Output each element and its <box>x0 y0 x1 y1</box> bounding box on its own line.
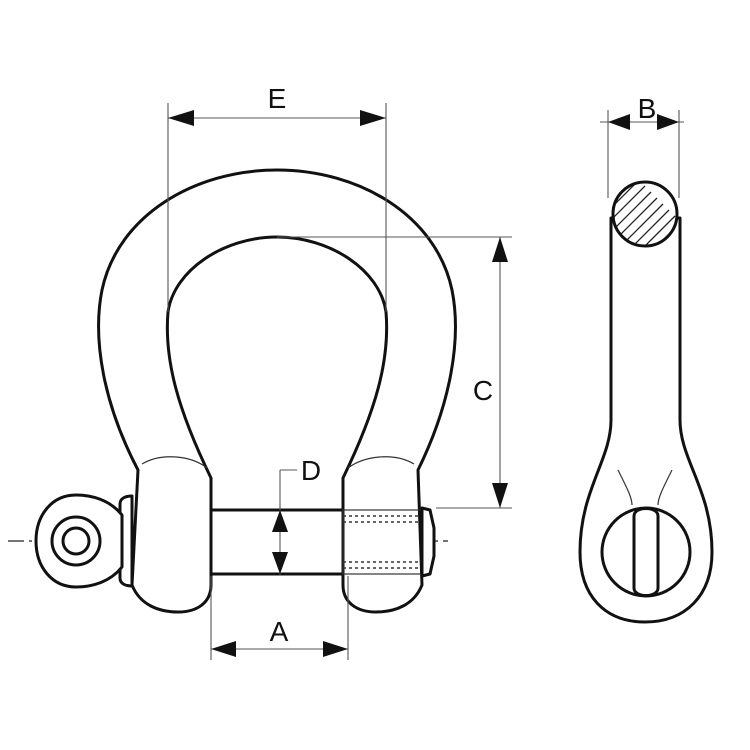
dimension-a: A <box>210 576 349 660</box>
side-view-shoulder-right <box>657 469 673 506</box>
dim-label-c: C <box>473 375 493 406</box>
dimension-d: D <box>272 455 321 575</box>
dim-e-arrow-right <box>360 110 386 126</box>
dim-label-e: E <box>268 83 287 114</box>
dimension-b: B <box>600 93 684 198</box>
dim-d-arrow-top <box>272 510 288 532</box>
dim-a-arrow-right <box>323 641 348 657</box>
dim-label-b: B <box>638 93 657 124</box>
dim-a-arrow-left <box>211 641 236 657</box>
pin-tip <box>420 506 436 578</box>
dim-label-d: D <box>301 455 321 486</box>
dimension-c: C <box>277 236 512 509</box>
right-leg-shoulder-line <box>347 456 415 469</box>
pin-cross-section-outline <box>611 180 679 248</box>
dim-d-arrow-bottom <box>272 552 288 574</box>
pin-eye-hole <box>61 526 91 556</box>
side-view-shoulder-left <box>617 469 633 506</box>
shackle-bow <box>97 168 457 614</box>
dim-e-arrow-left <box>168 110 194 126</box>
dim-c-arrow-bottom <box>492 483 508 508</box>
dimension-e: E <box>167 83 387 312</box>
front-view <box>8 168 457 614</box>
dim-label-a: A <box>270 616 289 647</box>
left-leg-shoulder-line <box>141 456 208 469</box>
dim-b-arrow-left <box>608 114 630 130</box>
side-view-pin-slot <box>632 507 660 597</box>
dim-c-arrow-top <box>492 237 508 262</box>
dim-b-arrow-right <box>657 114 679 130</box>
side-view <box>578 180 714 624</box>
